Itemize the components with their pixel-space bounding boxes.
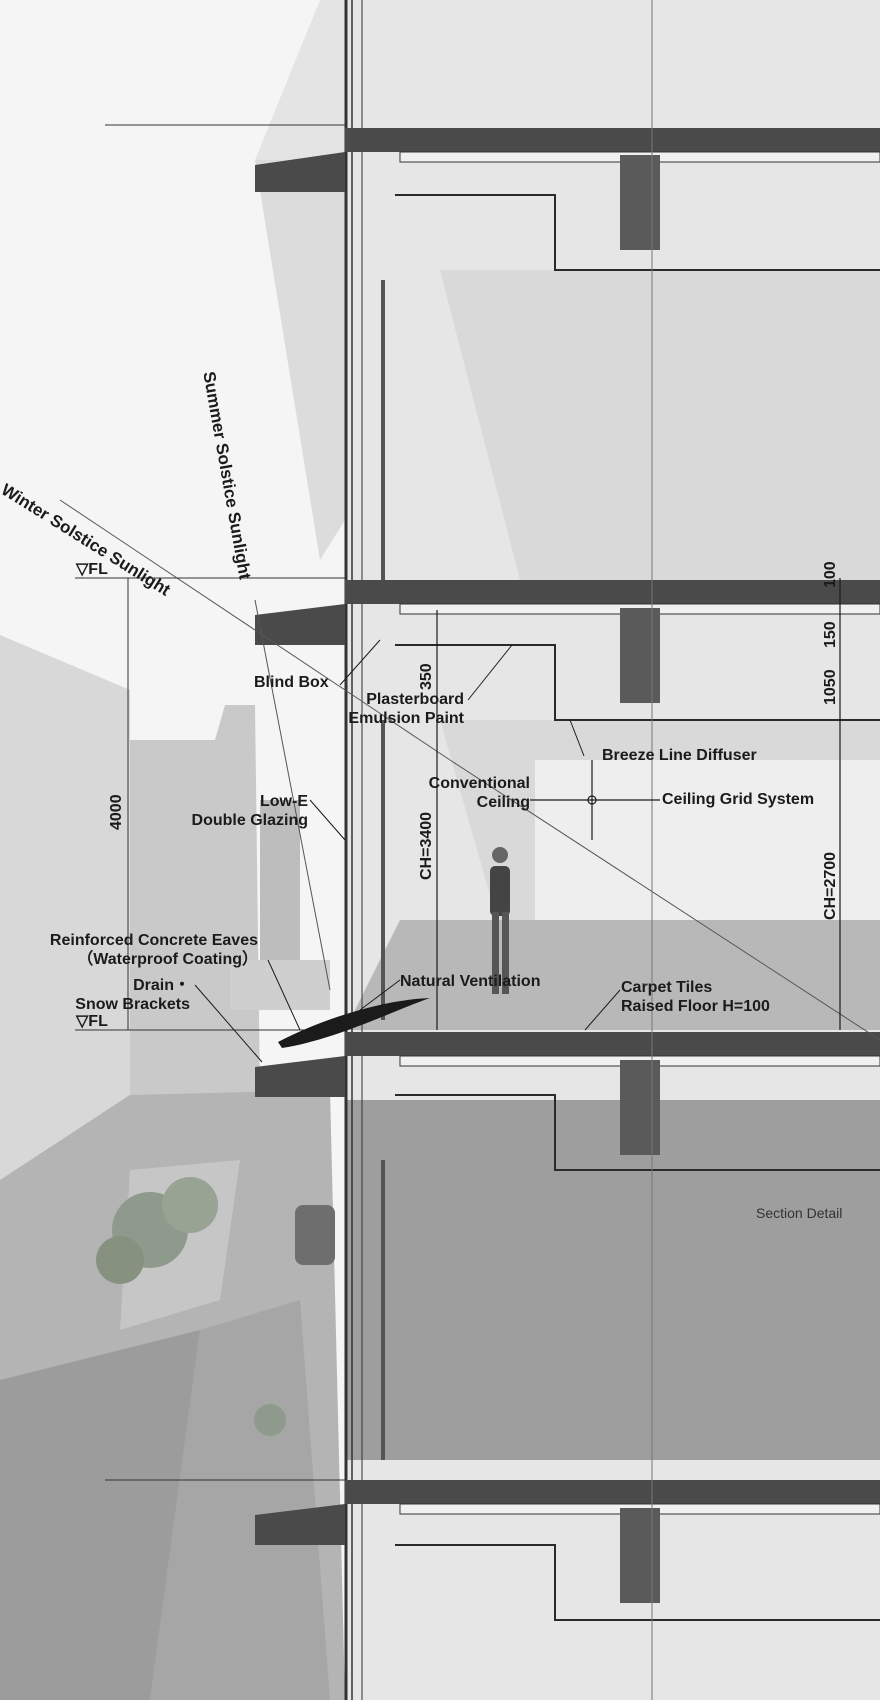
dim-floor-height: 4000 (108, 794, 125, 830)
reference-lines (75, 0, 653, 1700)
label-eaves-2: （Waterproof Coating） (77, 951, 258, 968)
label-plasterboard-1: Plasterboard (366, 691, 464, 708)
label-blind-box: Blind Box (254, 674, 329, 691)
dim-ch-left: CH=3400 (418, 811, 435, 880)
dimension-lines (436, 578, 841, 1030)
label-eaves-1: Reinforced Concrete Eaves (49, 932, 258, 949)
street (0, 1090, 345, 1700)
floor-slabs (255, 128, 880, 1603)
label-conventional-1: Conventional (428, 775, 530, 792)
label-low-e-2: Double Glazing (191, 812, 308, 829)
dim-150: 150 (822, 621, 839, 648)
dim-350: 350 (418, 663, 435, 690)
fl-marker-bottom: ▽FL (76, 1013, 108, 1030)
label-conventional-2: Ceiling (476, 794, 530, 811)
label-low-e-1: Low-E (260, 793, 308, 810)
label-ceiling-grid: Ceiling Grid System (662, 791, 815, 808)
label-plasterboard-2: Emulsion Paint (348, 710, 464, 727)
label-natural-ventilation: Natural Ventilation (400, 973, 541, 990)
label-section-detail: Section Detail (756, 1205, 843, 1221)
facade-mullions (344, 0, 385, 1700)
street-trees (96, 1177, 286, 1436)
ceiling-soffits (395, 194, 880, 1621)
label-carpet-2: Raised Floor H=100 (621, 998, 770, 1015)
leader-lines (194, 639, 621, 1063)
lower-floor (345, 1100, 880, 1460)
dim-100: 100 (822, 561, 839, 588)
dim-1050: 1050 (822, 669, 839, 705)
label-drain-2: Snow Brackets (75, 996, 190, 1013)
person-figure (490, 847, 510, 994)
ventilation-blade (278, 998, 430, 1048)
sunlight-lines (59, 499, 880, 1041)
dim-ch-right: CH=2700 (822, 851, 839, 920)
carpet-floor (345, 920, 880, 1030)
label-breeze-line: Breeze Line Diffuser (602, 747, 757, 764)
label-carpet-1: Carpet Tiles (621, 979, 713, 996)
label-drain-1: Drain・ (133, 977, 190, 994)
fl-marker-top: ▽FL (76, 561, 108, 578)
car (295, 1205, 335, 1265)
